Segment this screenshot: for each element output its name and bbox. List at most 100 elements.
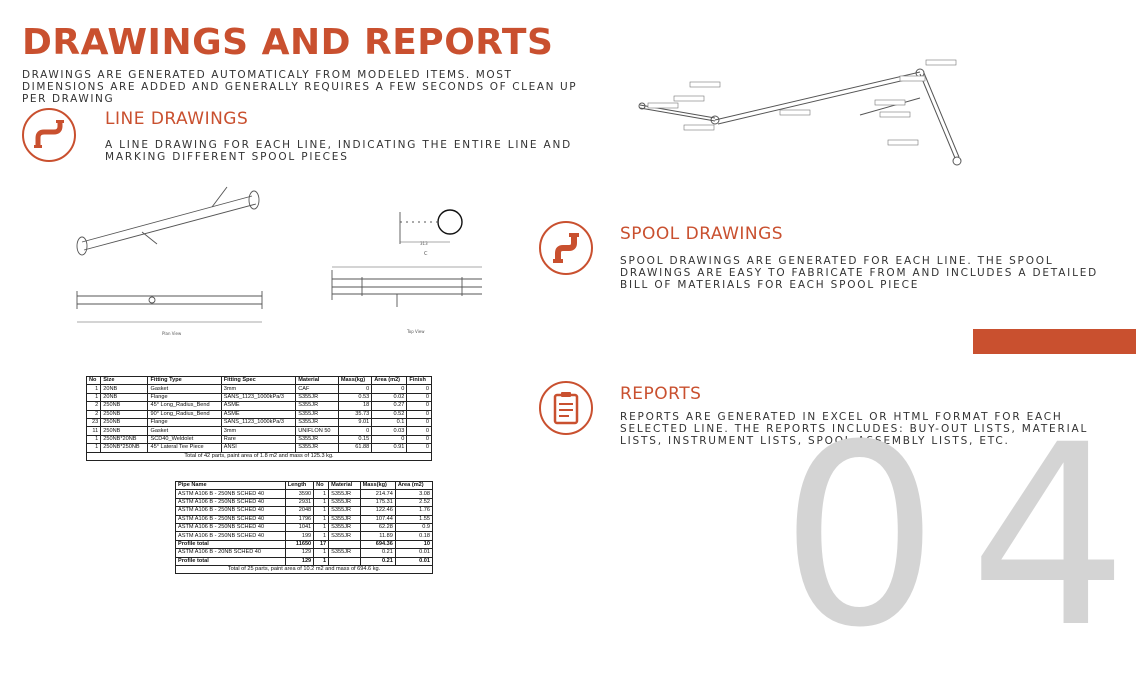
col-header: Pipe Name <box>175 480 286 491</box>
table-cell: 1 <box>313 548 330 558</box>
table-cell: 0.21 <box>359 556 396 566</box>
table-cell: 250NB*250NB <box>100 443 149 453</box>
table-cell: S355JR <box>295 409 339 419</box>
table-cell: 0 <box>406 426 432 436</box>
dim-label: 313 <box>420 241 428 246</box>
table-cell: SANS_1123_1000kPa/3 <box>220 417 297 428</box>
col-header: Material <box>328 480 361 491</box>
table-cell: 11650 <box>284 539 315 550</box>
table-cell: ASTM A106 B - 250NB SCHED 40 <box>175 497 286 508</box>
table-cell: Gasket <box>147 426 222 436</box>
col-header: Mass(kg) <box>337 375 373 386</box>
table-cell: 3mm <box>220 426 297 436</box>
table-cell: Flange <box>147 417 222 428</box>
table-cell: S355JR <box>295 443 339 453</box>
table-cell: 250NB*20NB <box>100 434 149 445</box>
table-cell: 250NB <box>100 426 149 436</box>
isometric-line-drawing <box>638 59 962 166</box>
table-cell: Gasket <box>147 384 222 394</box>
col-header: Area (m2) <box>371 375 408 386</box>
table-cell: 1 <box>313 506 330 516</box>
table-footer: Total of 42 parts, paint area of 1.8 m2 … <box>86 451 432 461</box>
table-cell: 2.52 <box>394 497 434 508</box>
table-cell: S355JR <box>328 514 361 524</box>
table-cell: 0 <box>406 443 432 453</box>
table-cell: 250NB <box>100 401 149 411</box>
table-cell: 0.9 <box>394 522 434 533</box>
table-cell: 0.91 <box>371 443 408 453</box>
table-cell: 61.88 <box>337 443 373 453</box>
table-cell: 0.27 <box>371 401 408 411</box>
table-cell: 0 <box>371 434 408 445</box>
table-cell: 2048 <box>284 506 315 516</box>
table-cell: ASTM A106 B - 20NB SCHED 40 <box>175 548 286 558</box>
table-footer: Total of 25 parts, paint area of 10.2 m2… <box>175 564 433 575</box>
page-title: DRAWINGS AND REPORTS <box>22 22 554 63</box>
table-cell: 1 <box>313 489 330 499</box>
table-cell: 1 <box>313 514 330 524</box>
table-cell: 0 <box>406 417 432 428</box>
page-number: 04 <box>780 391 1136 682</box>
table-header-row: No Size Fitting Type Fitting Spec Materi… <box>85 375 432 386</box>
table-cell: 62.28 <box>359 522 396 533</box>
table-cell: 1 <box>313 556 330 566</box>
table-cell: 1 <box>85 384 102 394</box>
pipe-spool-icon <box>539 221 593 275</box>
table-cell: 0.01 <box>394 548 434 558</box>
table-cell: Rare <box>220 434 297 445</box>
table-cell: 11.89 <box>359 531 396 541</box>
table-cell: S355JR <box>295 392 339 403</box>
table-cell: S355JR <box>328 489 361 499</box>
spool-drawing-views: Plan View 313 C Top View <box>76 186 482 336</box>
table-cell: 1 <box>313 497 330 508</box>
table-cell: 0.01 <box>394 556 434 566</box>
table-cell: 45° Lateral Tee Piece <box>147 443 222 453</box>
reports-text: REPORTS ARE GENERATED IN EXCEL OR HTML F… <box>620 411 1089 447</box>
table-cell: ASME <box>220 401 297 411</box>
col-header: Fitting Type <box>147 375 222 386</box>
plan-view-label: Plan View <box>162 331 182 336</box>
table-cell: 199 <box>284 531 315 541</box>
line-drawings-title: LINE DRAWINGS <box>105 109 249 129</box>
top-view-label: Top View <box>406 329 425 334</box>
table-cell: ASTM A106 B - 250NB SCHED 40 <box>175 531 286 541</box>
table-cell: 20NB <box>100 392 149 403</box>
reports-title: REPORTS <box>620 384 702 404</box>
col-header: Finish <box>406 375 432 386</box>
col-header: Size <box>100 375 149 386</box>
table-cell: 20NB <box>100 384 149 394</box>
table-cell: 9.01 <box>337 417 373 428</box>
table-cell: Profile total <box>175 556 286 566</box>
table-header-row: Pipe Name Length No Material Mass(kg) Ar… <box>175 480 434 491</box>
table-cell: 1 <box>85 434 102 445</box>
table-cell: S355JR <box>328 531 361 541</box>
table-cell: 0 <box>337 384 373 394</box>
table-cell: 0.02 <box>371 392 408 403</box>
table-cell: Profile total <box>175 539 286 550</box>
table-cell: 175.31 <box>359 497 396 508</box>
col-header: Fitting Spec <box>220 375 297 386</box>
table-cell: 0.52 <box>371 409 408 419</box>
table-cell: SCD40_Weldolet <box>147 434 222 445</box>
table-cell: 2931 <box>284 497 315 508</box>
table-cell: 18 <box>337 401 373 411</box>
line-drawings-text: A LINE DRAWING FOR EACH LINE, INDICATING… <box>105 139 573 163</box>
table-cell: 0.53 <box>337 392 373 403</box>
table-cell: 250NB <box>100 417 149 428</box>
table-cell: 1.76 <box>394 506 434 516</box>
spool-drawings-text: SPOOL DRAWINGS ARE GENERATED FOR EACH LI… <box>620 255 1099 291</box>
table-cell: SANS_1123_1000kPa/3 <box>220 392 297 403</box>
table-cell: 129 <box>284 548 315 558</box>
table-cell: S355JR <box>328 522 361 533</box>
table-cell: S355JR <box>328 497 361 508</box>
table-cell: CAF <box>295 384 339 394</box>
